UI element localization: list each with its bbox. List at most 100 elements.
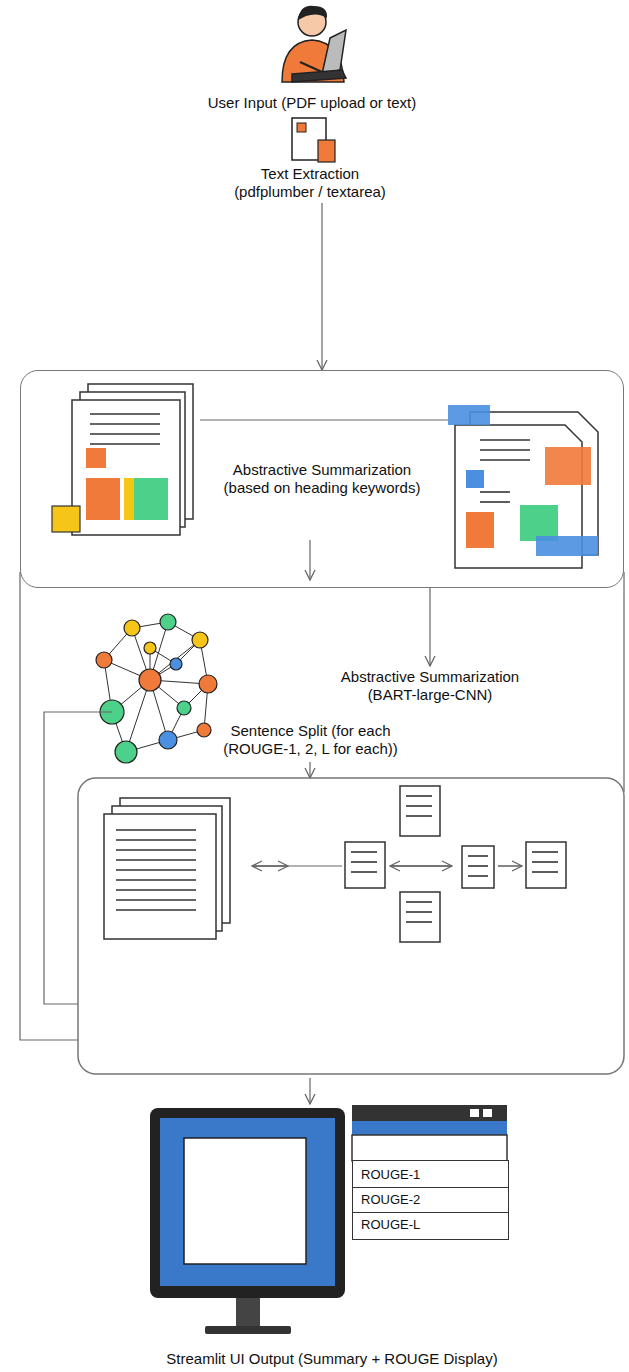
flow-arrow [429, 588, 430, 666]
graph-node [192, 632, 208, 648]
document-stack [448, 405, 598, 568]
text-line [406, 911, 432, 913]
flow-arrow [309, 762, 310, 778]
text-line [406, 901, 432, 903]
text-line [480, 459, 530, 461]
step-label: Streamlit UI Output (Summary + ROUGE Dis… [132, 1350, 532, 1368]
monitor-icon [150, 1105, 507, 1334]
table-cell: ROUGE-2 [353, 1188, 508, 1213]
step-label: User Input (PDF upload or text) [162, 94, 462, 112]
document-badge [318, 140, 335, 162]
text-line [351, 871, 377, 873]
document-stack [52, 384, 193, 535]
graph-node [144, 642, 156, 654]
model-step: Abstractive Summarization (BART-large-CN… [330, 666, 530, 706]
extraction-step: Text Extraction (pdfplumber / textarea) [215, 163, 405, 203]
text-line [532, 871, 558, 873]
image-block [86, 448, 106, 468]
text-line [116, 879, 196, 881]
text-line [90, 433, 160, 435]
table-cell: ROUGE-L [353, 1213, 508, 1237]
document-image [297, 123, 306, 132]
step-label: Abstractive Summarization (based on head… [217, 461, 427, 497]
highlight-block [448, 405, 490, 425]
text-line [116, 869, 196, 871]
compare-arrow [390, 865, 452, 866]
compare-arrow [252, 865, 288, 866]
text-line [468, 875, 488, 877]
document-page [345, 842, 385, 888]
link-line [288, 865, 342, 866]
graph-node [160, 614, 176, 630]
graph-node [199, 675, 217, 693]
graph-node [197, 723, 211, 737]
loop-line [623, 572, 624, 792]
table-titlebar [352, 1105, 507, 1121]
flow-arrow [309, 1078, 310, 1104]
monitor-base [205, 1326, 291, 1334]
output-step: ROUGE-1ROUGE-2ROUGE-L Streamlit UI Output… [130, 1098, 534, 1370]
text-line [116, 829, 196, 831]
highlight-block [520, 505, 558, 541]
document-page [462, 846, 494, 888]
graph-node [124, 620, 140, 636]
text-line [480, 501, 510, 503]
graph-node [159, 731, 177, 749]
document-page [72, 400, 180, 535]
text-line [116, 859, 196, 861]
text-line [406, 815, 432, 817]
person-arm [300, 62, 322, 72]
text-line [480, 439, 530, 441]
graph-node [170, 658, 182, 670]
highlight-block [545, 447, 591, 485]
text-line [116, 899, 196, 901]
document-page [400, 892, 440, 942]
graph-node [96, 652, 112, 668]
flow-arrow [309, 540, 310, 580]
flow-arrow [498, 865, 522, 866]
text-line [90, 443, 160, 445]
split-step: Sentence Split (for each (ROUGE-1, 2, L … [213, 720, 408, 760]
text-line [116, 889, 196, 891]
processing-panel [78, 778, 624, 1074]
flow-arrow [321, 203, 322, 370]
tab-marker [52, 506, 80, 532]
text-line [406, 795, 432, 797]
document-page [526, 842, 566, 888]
text-line [468, 865, 488, 867]
input-step: User Input (PDF upload or text) [160, 0, 464, 114]
document-page [104, 814, 216, 939]
table-cell: ROUGE-1 [353, 1163, 508, 1188]
text-line [116, 839, 196, 841]
graph-node [177, 701, 191, 715]
person-icon [282, 6, 346, 82]
highlight-block [466, 512, 494, 548]
window-button [470, 1109, 479, 1117]
monitor-stand [236, 1298, 260, 1326]
step-label: Text Extraction (pdfplumber / textarea) [225, 165, 395, 201]
graph-node [139, 669, 161, 691]
summarization-panel: Abstractive Summarization (based on head… [20, 370, 624, 588]
image-block [86, 478, 120, 520]
highlight-block [466, 470, 484, 488]
text-line [90, 413, 160, 415]
text-line [90, 423, 160, 425]
document-page [400, 786, 440, 836]
text-line [480, 449, 530, 451]
window-button [483, 1109, 492, 1117]
text-line [532, 861, 558, 863]
text-line [351, 851, 377, 853]
laptop-base [292, 70, 346, 82]
text-line [406, 805, 432, 807]
monitor-frame [150, 1108, 345, 1298]
table-header [352, 1121, 507, 1135]
image-block [124, 478, 134, 520]
image-block [134, 478, 168, 520]
person-hair [298, 6, 327, 20]
text-line [480, 491, 510, 493]
text-line [468, 855, 488, 857]
highlight-block [536, 536, 598, 556]
